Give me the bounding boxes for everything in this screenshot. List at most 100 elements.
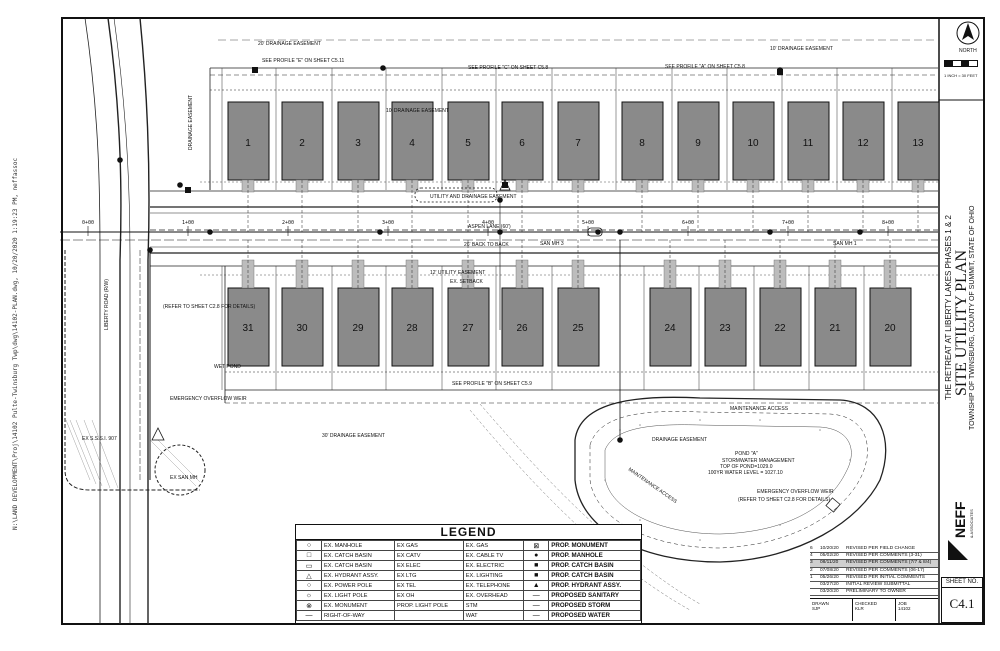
- legend-cell: EX. CATCH BASIN: [321, 560, 395, 571]
- label-wet-pond: WET POND: [214, 364, 241, 370]
- driveway: [295, 259, 309, 289]
- scale-text: 1 INCH = 30 FEET: [944, 73, 978, 78]
- legend-cell: EX. MONUMENT: [321, 600, 395, 611]
- legend-symbol: —: [523, 610, 550, 621]
- lot-number: 8: [639, 138, 645, 149]
- revision-date: 10/20/20: [820, 546, 839, 551]
- legend-cell: PROPOSED STORM: [548, 600, 641, 611]
- driveway: [828, 259, 842, 289]
- legend-cell: EX. CABLE TV: [462, 550, 525, 561]
- manhole: [497, 229, 503, 235]
- manhole: [177, 182, 183, 188]
- lot-number: 26: [516, 323, 528, 334]
- north-label: NORTH: [959, 48, 977, 54]
- lot-number: 4: [409, 138, 415, 149]
- project-name: THE RETREAT AT LIBERTY LAKES PHASES 1 & …: [944, 215, 953, 400]
- legend-cell: EX ELEC: [393, 560, 464, 571]
- label-pond-water: 100YR WATER LEVEL = 1027.10: [708, 470, 783, 476]
- lot-building: [897, 101, 940, 181]
- manhole: [497, 197, 503, 203]
- checked-by: KLR: [855, 606, 864, 611]
- label-utility-12: 12' UTILITY EASEMENT: [430, 270, 485, 276]
- revision-date: 05/02/20: [820, 553, 839, 559]
- driveway: [351, 259, 365, 289]
- revision-desc: REVISED PER FIELD CHANGE: [846, 546, 916, 551]
- north-lot-dividers: [221, 68, 893, 190]
- legend-symbol: ■: [523, 560, 550, 571]
- legend-cell: EX. HYDRANT ASSY.: [321, 570, 395, 581]
- legend-symbol: —: [523, 590, 550, 601]
- file-path-text: N:\LAND DEVELOPMENT\Proj\14102 Pulte-Twi…: [12, 157, 19, 530]
- station-label: 1+00: [182, 220, 194, 226]
- legend-symbol: ●: [523, 550, 550, 561]
- legend-cell: EX LTG: [393, 570, 464, 581]
- north-arrow: NORTH: [956, 21, 980, 54]
- station-label: 8+00: [882, 220, 894, 226]
- lot-number: 5: [465, 138, 471, 149]
- south-lot-dividers: [221, 266, 865, 390]
- drawn-by: SJP: [812, 606, 821, 611]
- manhole: [857, 229, 863, 235]
- lot-number: 7: [575, 138, 581, 149]
- label-road: ASPEN LANE (60'): [468, 224, 511, 230]
- lot-number: 24: [664, 323, 676, 334]
- lot-building: [501, 101, 544, 181]
- revision-desc: INITIAL REVIEW SUBMITTAL: [846, 581, 911, 587]
- driveway: [571, 259, 585, 289]
- firm-sub: & ASSOCIATES: [969, 509, 974, 538]
- label-drainage-10: 10' DRAINAGE EASEMENT: [770, 46, 833, 52]
- label-pond-top: TOP OF POND=1029.0: [720, 464, 773, 470]
- label-san-mh3: SAN MH 3: [540, 241, 564, 247]
- label-refer-c8b: (REFER TO SHEET C2.8 FOR DETAILS): [738, 497, 830, 503]
- label-maintenance-access: MAINTENANCE ACCESS: [730, 406, 789, 412]
- project-location: TOWNSHIP OF TWINSBURG, COUNTY OF SUMMIT,…: [969, 205, 976, 430]
- lot-building: [501, 287, 544, 367]
- legend-cell: PROP. MANHOLE: [548, 550, 641, 561]
- legend-cell: PROPOSED WATER: [548, 610, 641, 621]
- lot-building: [557, 287, 600, 367]
- legend-symbol: ○: [296, 580, 322, 591]
- lot-building: [281, 287, 324, 367]
- driveway: [241, 259, 255, 289]
- revision-desc: PRELIMINARY TO OWNER: [846, 589, 906, 595]
- lot-number: 3: [355, 138, 361, 149]
- label-liberty-road: LIBERTY ROAD (R/W): [104, 279, 110, 330]
- legend-cell: PROPOSED SANITARY: [548, 590, 641, 601]
- catch-basin: [502, 182, 508, 188]
- lot-building: [621, 101, 664, 181]
- legend-symbol: ☼: [296, 590, 322, 601]
- label-emergency-weir-left: EMERGENCY OVERFLOW WEIR: [170, 396, 247, 402]
- lot-number: 9: [695, 138, 701, 149]
- sheet-border: [61, 17, 985, 625]
- label-emergency-weir: EMERGENCY OVERFLOW WEIR: [757, 489, 834, 495]
- lot-number: 20: [884, 323, 896, 334]
- lot-number: 21: [829, 323, 841, 334]
- lot-building: [787, 101, 830, 181]
- revision-desc: REVISED PER COMMENTS (3-31): [846, 553, 922, 559]
- driveway: [718, 259, 732, 289]
- lot-building: [814, 287, 857, 367]
- lot-number: 6: [519, 138, 525, 149]
- lot-building: [557, 101, 600, 181]
- legend-symbol: □: [296, 550, 322, 561]
- utility-mains: [60, 170, 938, 480]
- lot-number: 25: [572, 323, 584, 334]
- legend-cell: PROP. MONUMENT: [548, 540, 641, 551]
- legend-cell: EX. GAS: [462, 540, 525, 551]
- sheet-no-label: SHEET NO.: [942, 578, 982, 588]
- lot-building: [337, 101, 380, 181]
- structures: [117, 65, 863, 443]
- lot-number: 12: [857, 138, 869, 149]
- label-ex-sssi: EX S.S.S.I. 907: [82, 436, 117, 442]
- lot-building: [649, 287, 692, 367]
- lot-number: 30: [296, 323, 308, 334]
- revision-no: 1: [810, 574, 813, 580]
